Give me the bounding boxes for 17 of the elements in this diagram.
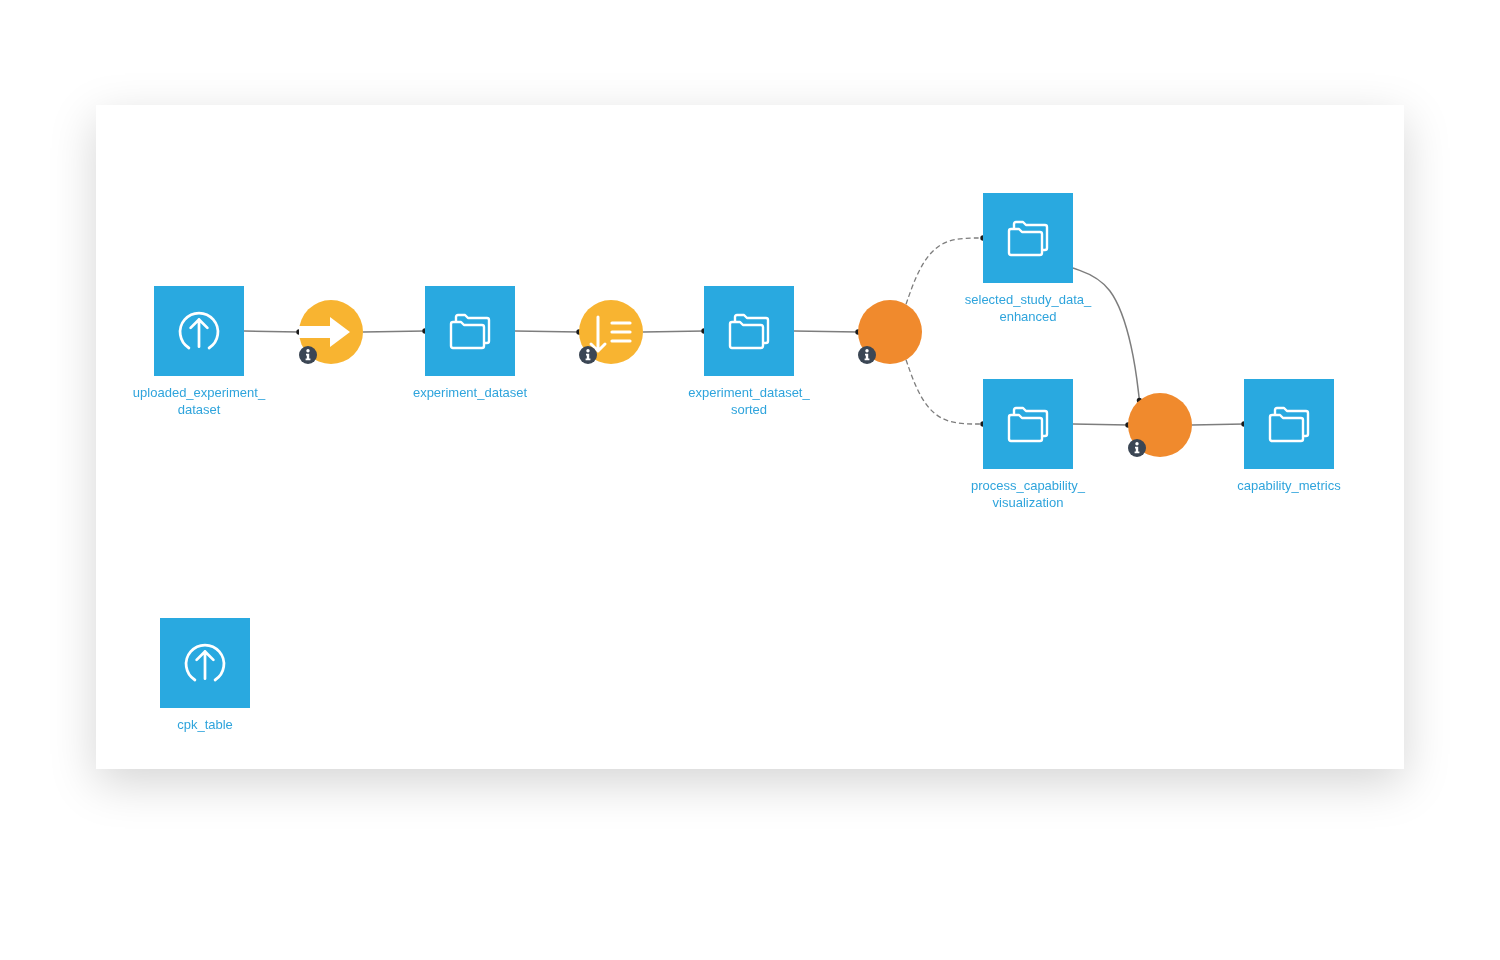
- dataset-name: uploaded_experiment_ dataset: [132, 384, 266, 418]
- dataset-name: cpk_table: [177, 716, 233, 733]
- dataset-name: process_capability_ visualization: [970, 477, 1086, 511]
- dashed-connector: [905, 359, 986, 427]
- connector: [1191, 421, 1247, 427]
- dataset-name: selected_study_data_ enhanced: [964, 291, 1092, 325]
- connector: [793, 329, 861, 335]
- dataset-name: experiment_dataset_ sorted: [688, 384, 810, 418]
- connector: [514, 329, 582, 335]
- connector: [1072, 267, 1143, 404]
- connector: [1072, 422, 1131, 428]
- dataset-name: capability_metrics: [1237, 477, 1341, 494]
- dashed-connector: [905, 235, 986, 305]
- dataset-name: experiment_dataset: [412, 384, 528, 401]
- connector: [642, 328, 707, 334]
- connector: [243, 329, 302, 335]
- connector: [362, 328, 428, 334]
